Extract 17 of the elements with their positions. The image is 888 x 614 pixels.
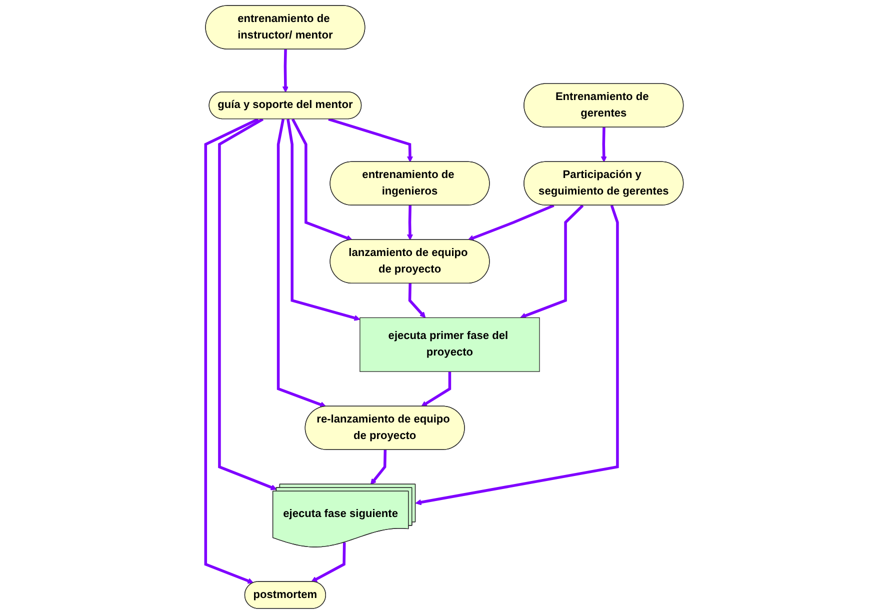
arrow	[286, 118, 360, 321]
arrow	[414, 205, 618, 506]
arrow	[328, 118, 413, 162]
arrow	[600, 127, 606, 162]
arrow	[370, 450, 386, 485]
arrow	[276, 118, 326, 408]
arrow	[291, 118, 352, 241]
arrow	[520, 204, 584, 319]
arrow	[467, 204, 554, 241]
arrow	[282, 49, 288, 92]
arrow	[420, 372, 451, 407]
arrow	[204, 118, 258, 584]
arrow	[310, 542, 346, 582]
arrow	[406, 205, 413, 240]
arrow	[218, 118, 276, 490]
arrow	[408, 283, 426, 318]
node-box: ejecuta primer fase del proyecto	[359, 317, 540, 372]
